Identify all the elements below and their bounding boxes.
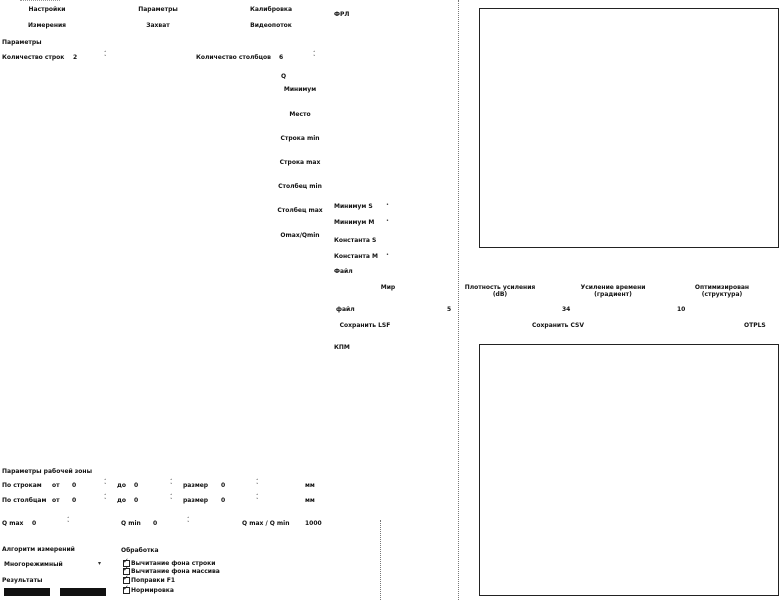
row-size-label: размер	[183, 482, 209, 489]
kpm-label: КПМ	[334, 344, 350, 351]
algorithm-select[interactable]: Многорежимный	[4, 561, 63, 568]
row-size-input[interactable]: 0	[221, 482, 226, 489]
col-from-stepper[interactable]: ˄˅	[104, 494, 107, 504]
kpm-plot-panel	[479, 344, 779, 596]
tab-settings[interactable]: Настройки	[28, 6, 66, 13]
col-to-label: до	[117, 497, 126, 504]
tab-parameters[interactable]: Параметры	[138, 6, 178, 13]
row-from-input[interactable]: 0	[72, 482, 77, 489]
row-from-stepper[interactable]: ˄˅	[104, 479, 107, 489]
qmax-input[interactable]: 0	[32, 520, 37, 527]
normalization-label: Нормировка	[131, 587, 174, 594]
tab-measurements[interactable]: Измерения	[27, 22, 67, 29]
constant-s-label: Константа S	[334, 237, 377, 244]
table-header-mir: Мир	[380, 284, 396, 291]
minimum-button[interactable]: Минимум	[283, 86, 317, 93]
bg-array-label: Вычитание фона массива	[131, 568, 220, 575]
rows-count-stepper[interactable]: ˄˅	[104, 51, 107, 61]
col-from-label: от	[52, 497, 60, 504]
vertical-divider-bottom	[380, 520, 381, 600]
row-to-stepper[interactable]: ˄˅	[170, 479, 173, 489]
processing-title: Обработка	[121, 547, 159, 554]
row-size-stepper[interactable]: ˄˅	[256, 479, 259, 489]
algorithm-title: Алгоритм измерений	[2, 546, 75, 553]
tab-calibration[interactable]: Калибровка	[249, 6, 293, 13]
minimum-s-dropdown-icon[interactable]: •	[386, 202, 389, 208]
cols-count-label: Количество столбцов	[196, 54, 271, 61]
vertical-divider	[458, 0, 459, 600]
qmax-label: Q max	[2, 520, 24, 527]
fr-plot-panel	[479, 8, 779, 248]
row-min-button[interactable]: Строка min	[280, 135, 320, 142]
cols-count-input[interactable]: 6	[279, 54, 284, 61]
otpls-button[interactable]: OTPLS	[744, 322, 766, 329]
start-button[interactable]	[4, 588, 50, 596]
table-header-time-gain: Усиление времени (градиент)	[580, 284, 646, 298]
col-min-button[interactable]: Столбец min	[278, 183, 322, 190]
minimum-s-label: Минимум S	[334, 203, 373, 210]
qmin-input[interactable]: 0	[153, 520, 158, 527]
bg-row-label: Вычитание фона строки	[131, 560, 216, 567]
workzone-title: Параметры рабочей зоны	[2, 468, 92, 475]
params-section-title: Параметры	[2, 39, 42, 46]
col-size-label: размер	[183, 497, 209, 504]
save-lsf-button[interactable]: Сохранить LSF	[339, 322, 391, 329]
constant-m-dropdown-icon[interactable]: •	[386, 252, 389, 258]
constant-m-label: Константа M	[334, 253, 378, 260]
table-header-optimized: Оптимизирован (структура)	[694, 284, 750, 298]
col-to-input[interactable]: 0	[134, 497, 139, 504]
file-label: Файл	[334, 268, 353, 275]
q-label: Q	[281, 73, 287, 80]
ratio-value: 1000	[305, 520, 322, 527]
place-button[interactable]: Место	[289, 111, 311, 118]
col-size-stepper[interactable]: ˄˅	[256, 494, 259, 504]
table-cell-1: 5	[447, 306, 452, 313]
ratio-label: Q max / Q min	[242, 520, 290, 527]
row-range-label: По строкам	[2, 482, 42, 489]
row-unit-label: мм	[305, 482, 315, 489]
qmax-stepper[interactable]: ˄˅	[67, 517, 70, 527]
row-to-label: до	[117, 482, 126, 489]
table-cell-2: 34	[562, 306, 571, 313]
save-csv-button[interactable]: Сохранить CSV	[532, 322, 584, 329]
rows-count-input[interactable]: 2	[73, 54, 78, 61]
f1-correction-checkbox[interactable]	[123, 574, 130, 584]
col-max-button[interactable]: Столбец max	[277, 207, 323, 214]
tab-videostream[interactable]: Видеопоток	[250, 22, 292, 29]
minimum-m-label: Минимум M	[334, 219, 375, 226]
row-from-label: от	[52, 482, 60, 489]
table-cell-3: 10	[677, 306, 686, 313]
table-row-label: файл	[336, 306, 355, 313]
col-size-input[interactable]: 0	[221, 497, 226, 504]
table-header-density: Плотность усиления (dB)	[464, 284, 536, 298]
minimum-m-dropdown-icon[interactable]: •	[386, 218, 389, 224]
col-from-input[interactable]: 0	[72, 497, 77, 504]
cols-count-stepper[interactable]: ˄˅	[313, 51, 316, 61]
qmin-label: Q min	[121, 520, 141, 527]
rows-count-label: Количество строк	[2, 54, 65, 61]
qmin-stepper[interactable]: ˄˅	[187, 517, 190, 527]
tab-capture[interactable]: Захват	[146, 22, 170, 29]
results-label: Результаты	[2, 577, 43, 584]
f1-correction-label: Поправки F1	[131, 577, 176, 584]
row-to-input[interactable]: 0	[134, 482, 139, 489]
fr-label: ФРЛ	[334, 11, 350, 18]
chevron-down-icon[interactable]: ▾	[98, 560, 102, 567]
col-range-label: По столбцам	[2, 497, 47, 504]
top-divider	[20, 0, 60, 1]
stop-button[interactable]	[60, 588, 106, 596]
normalization-checkbox[interactable]	[123, 584, 130, 594]
col-to-stepper[interactable]: ˄˅	[170, 494, 173, 504]
row-max-button[interactable]: Строка max	[279, 159, 321, 166]
qmax-qmin-button[interactable]: Omax/Qmin	[280, 232, 320, 239]
col-unit-label: мм	[305, 497, 315, 504]
